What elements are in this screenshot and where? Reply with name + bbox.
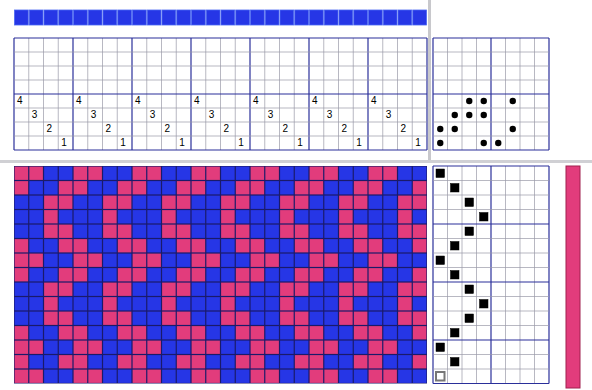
shaft-number: 4 — [135, 95, 141, 107]
shaft-number: 1 — [238, 137, 244, 149]
warp-color-bar — [15, 10, 427, 25]
shaft-number: 4 — [253, 95, 259, 107]
shaft-number: 1 — [415, 137, 421, 149]
shaft-number: 1 — [179, 137, 185, 149]
shaft-number: 2 — [224, 123, 230, 135]
shaft-number: 2 — [401, 123, 407, 135]
shaft-number: 4 — [76, 95, 82, 107]
shaft-number: 3 — [91, 109, 97, 121]
shaft-number: 3 — [386, 109, 392, 121]
shaft-number: 3 — [268, 109, 274, 121]
shaft-number: 2 — [283, 123, 289, 135]
drawdown — [14, 166, 427, 384]
shaft-number: 3 — [209, 109, 215, 121]
shaft-number: 1 — [120, 137, 126, 149]
shaft-number: 4 — [371, 95, 377, 107]
tie-up-grid — [433, 38, 549, 150]
shaft-number: 4 — [194, 95, 200, 107]
shaft-number: 2 — [47, 123, 53, 135]
treadling-grid — [433, 166, 549, 384]
shaft-number: 3 — [32, 109, 38, 121]
shaft-number: 4 — [17, 95, 23, 107]
shaft-number: 1 — [297, 137, 303, 149]
shaft-number: 1 — [61, 137, 67, 149]
shaft-number: 1 — [356, 137, 362, 149]
shaft-number: 2 — [106, 123, 112, 135]
shaft-number: 2 — [165, 123, 171, 135]
shaft-number: 2 — [342, 123, 348, 135]
panel-divider — [0, 0, 592, 163]
threading-grid — [14, 38, 427, 150]
shaft-number: 3 — [150, 109, 156, 121]
shaft-number: 4 — [312, 95, 318, 107]
shaft-number: 3 — [327, 109, 333, 121]
weft-color-bar — [566, 166, 580, 388]
